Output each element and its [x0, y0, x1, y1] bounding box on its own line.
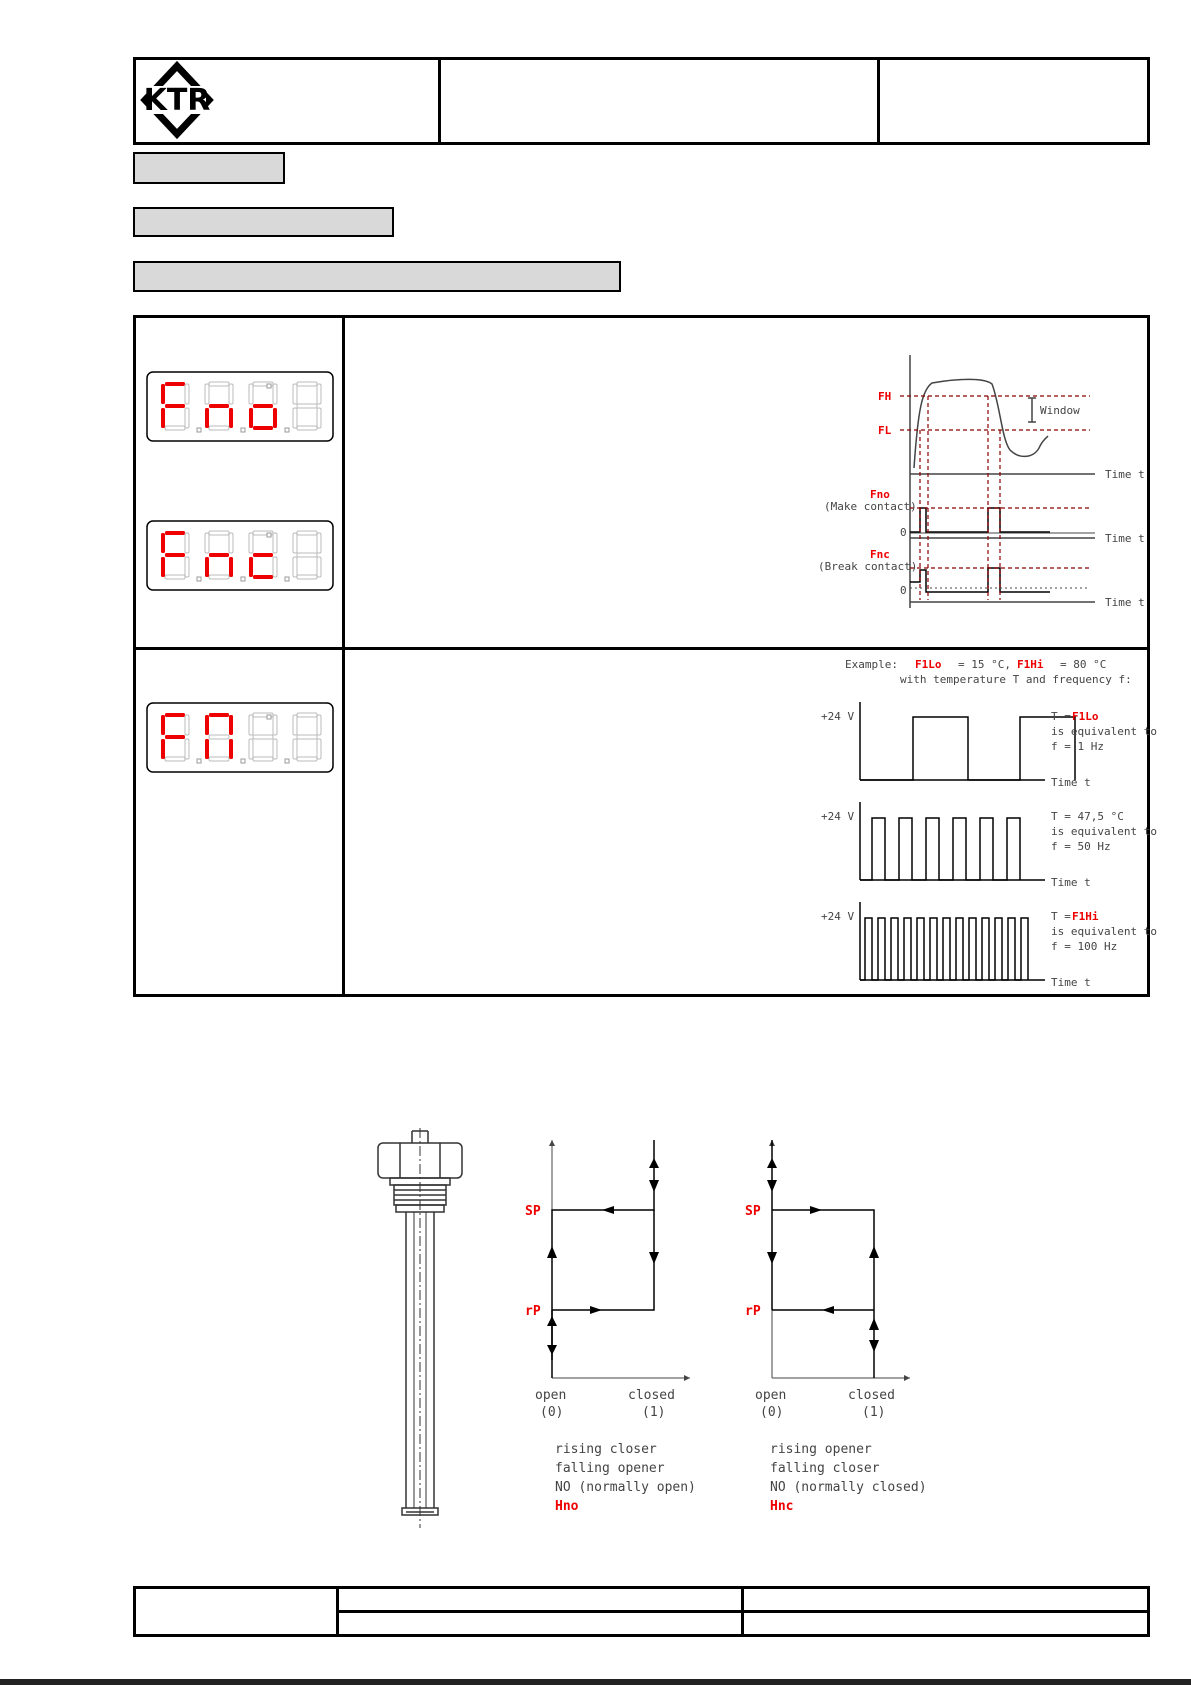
t-eq-3: T =	[1051, 910, 1071, 923]
f-50hz: f = 50 Hz	[1051, 840, 1111, 853]
zero-label-nc: (0)	[760, 1405, 783, 1420]
time-label-1: Time t	[1105, 468, 1145, 481]
closed-label-nc: closed	[848, 1388, 895, 1403]
no-line1: rising closer	[555, 1442, 657, 1457]
rp-label-no: rP	[525, 1304, 541, 1319]
time-label-2: Time t	[1105, 532, 1145, 545]
logo-text: KTR	[144, 83, 211, 118]
open-label-nc: open	[755, 1388, 786, 1403]
rp-label-nc: rP	[745, 1304, 761, 1319]
open-label-no: open	[535, 1388, 566, 1403]
display-fnc	[146, 520, 334, 591]
fno-label: Fno	[870, 488, 890, 501]
section-bar-2	[133, 207, 394, 237]
v24-label-2: +24 V	[821, 810, 854, 823]
t-475: T = 47,5 °C	[1051, 810, 1124, 823]
no-line3: NO (normally open)	[555, 1480, 696, 1495]
table-column-divider	[342, 315, 345, 997]
sp-label-no: SP	[525, 1204, 541, 1219]
closed-label-no: closed	[628, 1388, 675, 1403]
hno-code: Hno	[555, 1499, 579, 1514]
equiv-2: is equivalent to	[1051, 825, 1157, 838]
footer-row-divider	[336, 1610, 1150, 1613]
zero-label-2: 0	[900, 584, 907, 597]
window-label: Window	[1040, 404, 1080, 417]
header-box	[133, 57, 1150, 145]
table-row-divider	[133, 647, 1150, 650]
v24-label-3: +24 V	[821, 910, 854, 923]
time-label-f2: Time t	[1051, 876, 1091, 889]
time-label-3: Time t	[1105, 596, 1145, 609]
ktr-logo: KTR	[140, 60, 214, 140]
function-table	[133, 315, 1150, 997]
nc-line1: rising opener	[770, 1442, 872, 1457]
switch-diagram-nc: SP rP open closed (0) (1) rising opener …	[745, 1140, 927, 1514]
equiv-3: is equivalent to	[1051, 925, 1157, 938]
display-fno	[146, 371, 334, 442]
example-eq80: = 80 °C	[1060, 658, 1106, 671]
nc-line2: falling closer	[770, 1461, 880, 1476]
window-diagram: FH FL Window Time t Fno (Make contact) 0…	[818, 355, 1145, 609]
example-eq15: = 15 °C,	[958, 658, 1011, 671]
section-bar-1	[133, 152, 285, 184]
equiv-1: is equivalent to	[1051, 725, 1157, 738]
t-eq-1: T =	[1051, 710, 1071, 723]
header-divider-2	[877, 57, 880, 145]
fh-label: FH	[878, 390, 891, 403]
nc-line3: NO (normally closed)	[770, 1480, 927, 1495]
example-prefix: Example:	[845, 658, 898, 671]
sensor-drawing	[377, 1128, 463, 1528]
frequency-diagram: Example: F1Lo = 15 °C, F1Hi = 80 °C with…	[821, 658, 1157, 989]
display-fm	[146, 702, 334, 773]
example-filo: F1Lo	[915, 658, 942, 671]
one-label-no: (1)	[642, 1405, 665, 1420]
hnc-code: Hnc	[770, 1499, 793, 1514]
f-100hz: f = 100 Hz	[1051, 940, 1117, 953]
time-label-f1: Time t	[1051, 776, 1091, 789]
time-label-f3: Time t	[1051, 976, 1091, 989]
t-filo: F1Lo	[1072, 710, 1099, 723]
header-divider-1	[438, 57, 441, 145]
fl-label: FL	[878, 424, 892, 437]
sp-label-nc: SP	[745, 1204, 761, 1219]
no-line2: falling opener	[555, 1461, 665, 1476]
f-1hz: f = 1 Hz	[1051, 740, 1104, 753]
page-bottom-edge	[0, 1679, 1191, 1685]
switch-diagram-no: SP rP open closed (0) (1) rising closer …	[525, 1140, 696, 1514]
v24-label-1: +24 V	[821, 710, 854, 723]
section-bar-3	[133, 261, 621, 292]
example-fihi: F1Hi	[1017, 658, 1044, 671]
zero-label-1: 0	[900, 526, 907, 539]
break-contact-label: (Break contact)	[818, 560, 917, 573]
make-contact-label: (Make contact)	[824, 500, 917, 513]
example-with-line: with temperature T and frequency f:	[900, 673, 1132, 686]
t-fihi: F1Hi	[1072, 910, 1099, 923]
one-label-nc: (1)	[862, 1405, 885, 1420]
zero-label-no: (0)	[540, 1405, 563, 1420]
fnc-label: Fnc	[870, 548, 890, 561]
